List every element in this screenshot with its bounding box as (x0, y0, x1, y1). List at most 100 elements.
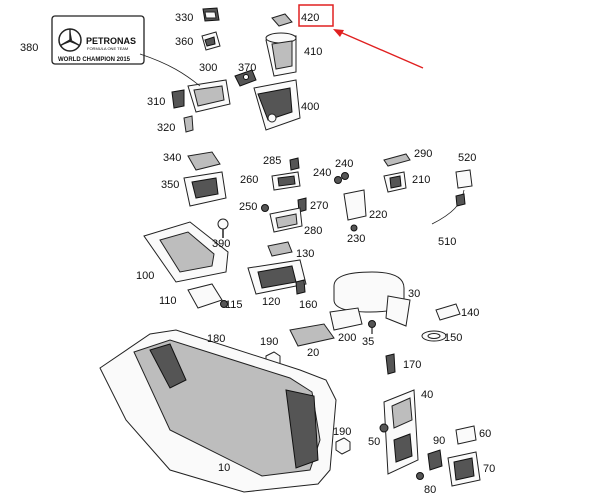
label-285: 285 (263, 155, 281, 167)
part-200 (329, 307, 363, 331)
part-240 (334, 172, 349, 184)
label-20: 20 (307, 347, 319, 359)
label-350: 350 (161, 179, 179, 191)
part-50 (379, 423, 389, 433)
label-310: 310 (147, 96, 165, 108)
part-40-vent (383, 389, 419, 475)
part-410-cup (265, 32, 297, 77)
label-300: 300 (199, 62, 217, 74)
part-110 (187, 283, 223, 309)
label-140: 140 (461, 307, 479, 319)
part-190-lower (335, 437, 351, 455)
part-220 (343, 189, 367, 221)
label-60: 60 (479, 428, 491, 440)
label-160: 160 (299, 299, 317, 311)
part-60 (455, 425, 477, 445)
part-320 (183, 115, 194, 133)
label-280: 280 (304, 225, 322, 237)
label-340: 340 (163, 152, 181, 164)
label-400: 400 (301, 101, 319, 113)
label-180: 180 (207, 333, 225, 345)
label-370: 370 (238, 62, 256, 74)
part-285 (289, 157, 300, 171)
label-170: 170 (403, 359, 421, 371)
part-370 (234, 69, 257, 87)
part-310 (171, 89, 185, 109)
part-115 (220, 300, 228, 308)
part-360 (201, 31, 221, 51)
highlight-arrow-head (333, 29, 344, 37)
part-230 (350, 224, 358, 232)
part-20-pad (289, 323, 335, 347)
label-120: 120 (262, 296, 280, 308)
label-130: 130 (296, 248, 314, 260)
label-190-lower: 190 (333, 426, 351, 438)
label-200: 200 (338, 332, 356, 344)
badge-footer: WORLD CHAMPION 2015 (58, 57, 131, 63)
label-390: 390 (212, 238, 230, 250)
part-10-console (99, 329, 337, 493)
label-150: 150 (444, 332, 462, 344)
part-300-tray (139, 53, 231, 113)
star-logo-icon (58, 28, 82, 52)
label-30: 30 (408, 288, 420, 300)
label-260: 260 (240, 174, 258, 186)
part-160 (295, 279, 306, 295)
label-240: 240 (335, 158, 353, 170)
part-330 (202, 7, 220, 22)
part-90 (427, 449, 443, 471)
part-290 (383, 153, 411, 167)
label-100: 100 (136, 270, 154, 282)
part-520-connector (455, 169, 473, 189)
label-50: 50 (368, 436, 380, 448)
part-250 (261, 204, 269, 212)
label-90: 90 (433, 435, 445, 447)
part-100-panel (143, 221, 229, 283)
label-80: 80 (424, 484, 436, 496)
label-360: 360 (175, 36, 193, 48)
part-210 (383, 171, 407, 193)
label-520: 520 (458, 152, 476, 164)
part-130 (267, 241, 293, 257)
badge-subline: FORMULA ONE TEAM (87, 46, 128, 51)
label-110: 110 (159, 295, 177, 307)
label-410: 410 (304, 46, 322, 58)
part-260 (271, 171, 301, 191)
highlight-box (298, 4, 334, 27)
part-35 (368, 320, 376, 334)
part-280 (269, 207, 303, 233)
highlight-arrow-line (339, 31, 424, 69)
label-10: 10 (218, 462, 230, 474)
part-340-pad (187, 151, 221, 171)
label-190-upper: 190 (260, 336, 278, 348)
part-80 (416, 472, 424, 480)
label-220: 220 (369, 209, 387, 221)
label-35: 35 (362, 336, 374, 348)
label-230: 230 (347, 233, 365, 245)
part-30-armrest (333, 271, 411, 327)
part-390-screw (217, 218, 229, 238)
label-380: 380 (20, 42, 38, 54)
part-120-frame (247, 259, 307, 295)
label-330: 330 (175, 12, 193, 24)
part-400-holder (253, 79, 301, 131)
part-140 (435, 303, 461, 321)
label-70: 70 (483, 463, 495, 475)
label-40: 40 (421, 389, 433, 401)
part-70 (447, 451, 481, 487)
part-170 (385, 353, 396, 375)
part-510-cable (431, 189, 466, 225)
badge-brand: PETRONAS (86, 36, 136, 46)
part-150 (421, 330, 447, 342)
label-210: 210 (412, 174, 430, 186)
part-420 (271, 13, 293, 27)
part-350-frame (183, 171, 227, 207)
label-320: 320 (157, 122, 175, 134)
label-250: 250 (239, 201, 257, 213)
badge-380: PETRONAS FORMULA ONE TEAM WORLD CHAMPION… (51, 15, 145, 65)
label-115: 115 (225, 299, 243, 311)
label-510: 510 (438, 236, 456, 248)
label-420: 420 (301, 12, 319, 24)
label-240b: 240 (313, 167, 331, 179)
